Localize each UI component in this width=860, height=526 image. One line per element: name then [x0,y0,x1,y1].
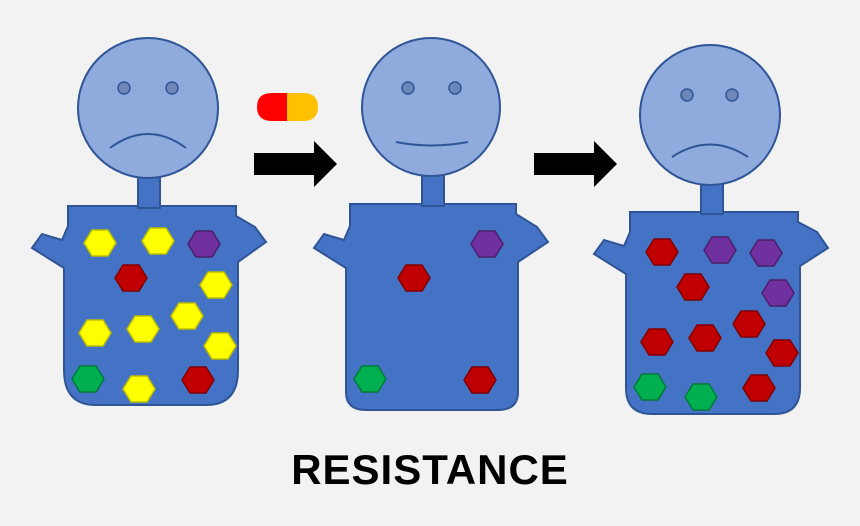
bacterium-purple [749,239,783,267]
bacterium-green [353,365,387,393]
bacterium-yellow [199,271,233,299]
bacterium-red [645,238,679,266]
figure-during-treatment [312,37,550,411]
bacteria-group [71,227,237,403]
left-eye [117,81,131,95]
head [639,44,781,186]
bacterium-red [114,264,148,292]
left-eye [401,81,415,95]
head [361,37,501,177]
left-eye [680,88,694,102]
pill-right-half [287,93,318,121]
bacterium-red [742,374,776,402]
head [77,37,219,179]
right-eye [725,88,739,102]
bacterium-red [640,328,674,356]
bacterium-red [732,310,766,338]
bacterium-yellow [122,375,156,403]
bacterium-yellow [170,302,204,330]
neutral-mouth [395,141,469,147]
figure-after-resistance [592,44,830,415]
regrowth-arrow-icon [534,141,617,187]
sad-mouth [671,143,749,158]
right-eye [448,81,462,95]
bacterium-purple [187,230,221,258]
bacterium-red [397,264,431,292]
bacteria-group [633,236,799,411]
sad-mouth [109,133,187,149]
bacterium-red [765,339,799,367]
body [312,203,550,411]
bacterium-green [684,383,718,411]
neck [421,171,445,207]
pill-left-half [257,93,287,121]
right-eye [165,81,179,95]
bacterium-yellow [203,332,237,360]
caption-resistance: RESISTANCE [291,446,569,493]
bacterium-red [181,366,215,394]
pill [257,93,318,121]
figure-before-treatment [30,37,268,406]
bacterium-yellow [126,315,160,343]
treatment-arrow-icon [254,141,337,187]
bacteria-group [353,230,504,394]
bacterium-green [71,365,105,393]
bacterium-yellow [83,229,117,257]
bacterium-purple [470,230,504,258]
bacterium-red [676,273,710,301]
bacterium-red [688,324,722,352]
bacterium-purple [761,279,795,307]
bacterium-yellow [78,319,112,347]
bacterium-purple [703,236,737,264]
bacterium-yellow [141,227,175,255]
bacterium-green [633,373,667,401]
bacterium-red [463,366,497,394]
